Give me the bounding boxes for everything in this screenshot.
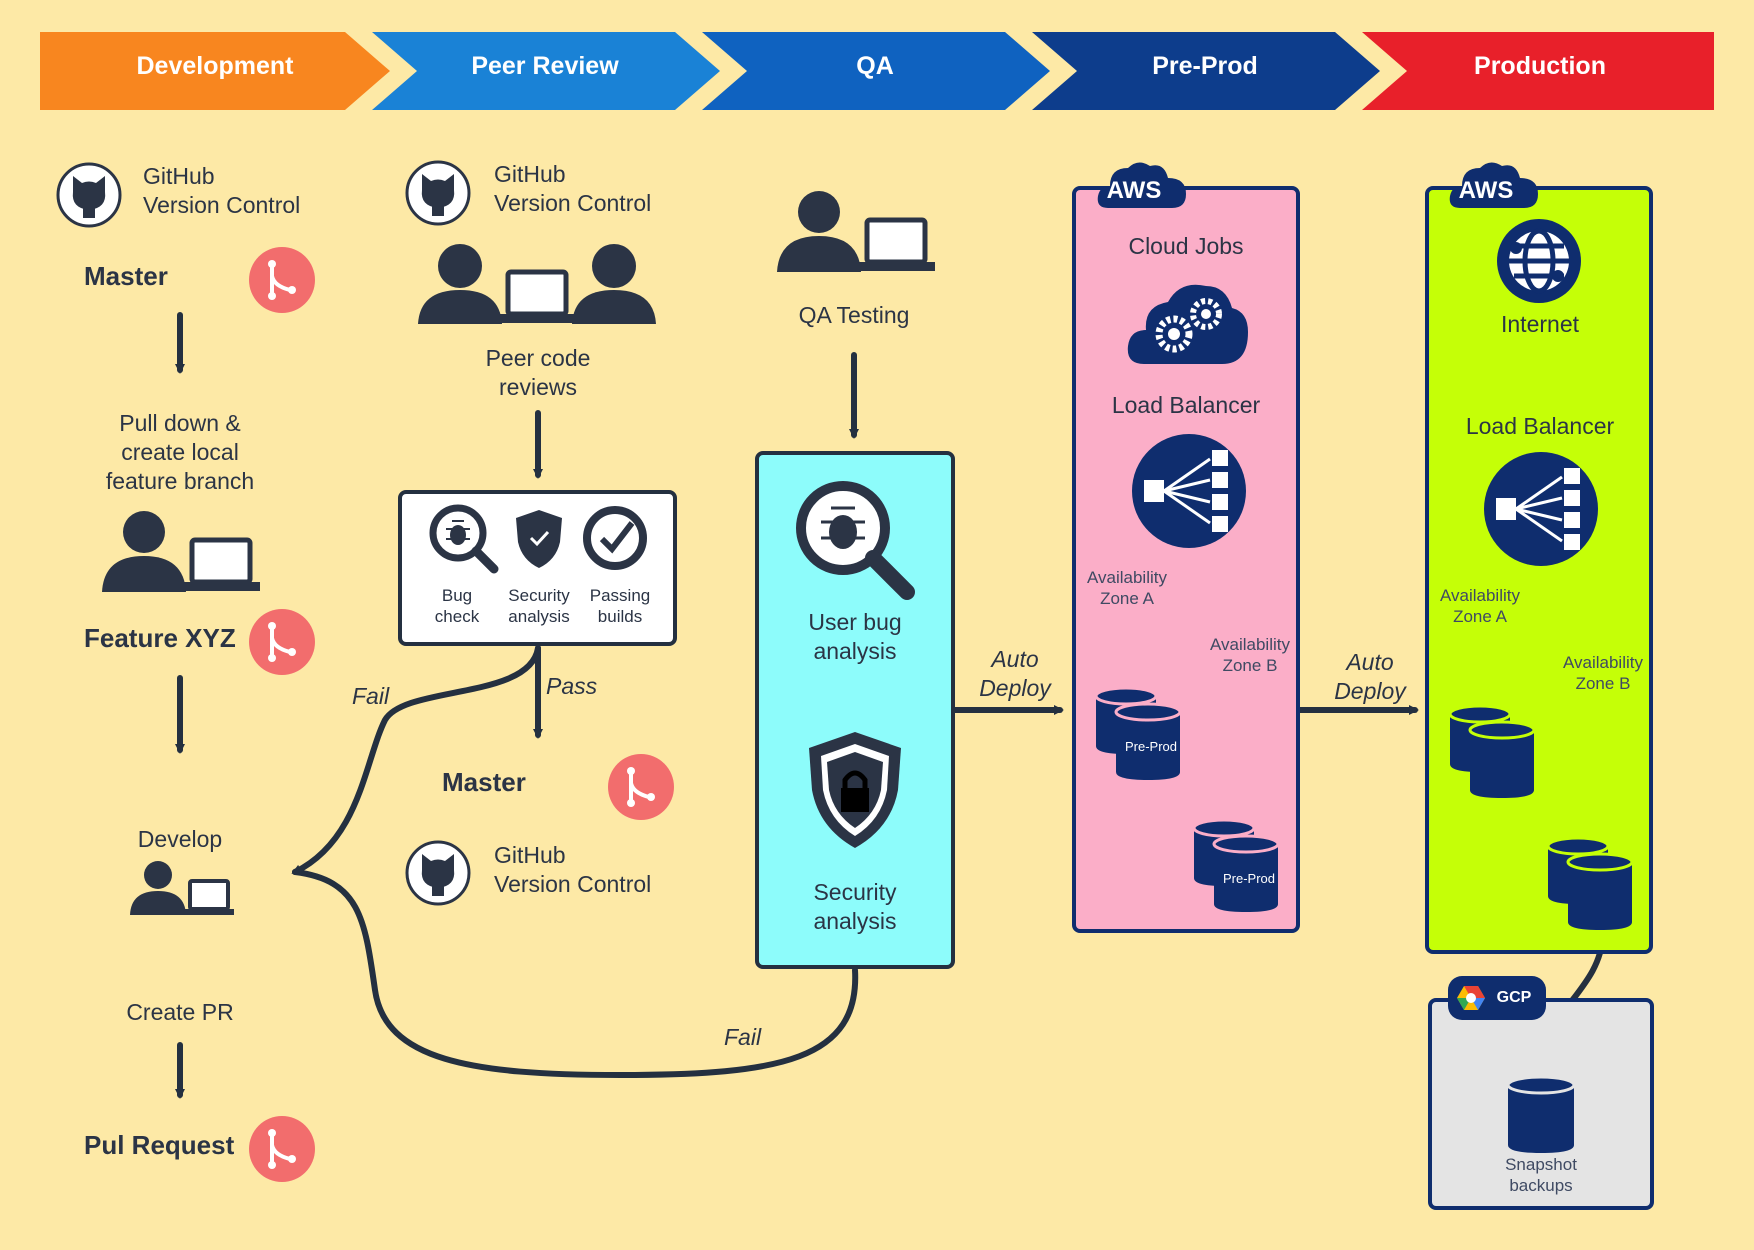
- git-merge-icon: [608, 754, 674, 820]
- zone-b-label: Availability Zone B: [1209, 635, 1290, 675]
- pull-down-label: Pull down & create local feature branch: [105, 410, 255, 494]
- cloud-jobs-label: Cloud Jobs: [1128, 233, 1244, 259]
- production-aws-box: [1425, 186, 1653, 954]
- git-merge-icon: [249, 609, 315, 675]
- load-balancer-label: Load Balancer: [1465, 413, 1615, 439]
- passing-builds-label: Passing builds: [589, 586, 651, 626]
- aws-cloud-icon: [1097, 162, 1186, 208]
- database-icon: [1546, 836, 1634, 930]
- db-label: Pre-Prod: [1124, 739, 1178, 754]
- git-merge-icon: [249, 247, 315, 313]
- git-merge-icon: [249, 1116, 315, 1182]
- user-bug-analysis-label: User bug analysis: [808, 609, 902, 664]
- load-balancer-label: Load Balancer: [1111, 392, 1261, 418]
- cloud-gears-icon: [1127, 284, 1248, 364]
- peer-code-reviews-label: Peer code reviews: [485, 345, 591, 400]
- stage-chevron-peer-review: [372, 32, 720, 110]
- stage-chevron-qa: [702, 32, 1050, 110]
- load-balancer-icon: [1132, 434, 1246, 548]
- stage-label-qa: QA: [856, 52, 894, 80]
- stage-label-production: Production: [1474, 52, 1606, 80]
- security-analysis-label: Security analysis: [508, 586, 570, 626]
- arrow-qa-fail: [292, 869, 859, 1079]
- peer-reviewers-icon: [418, 244, 656, 324]
- load-balancer-icon: [1484, 452, 1598, 566]
- feature-xyz-label: Feature XYZ: [84, 623, 236, 653]
- auto-deploy-label: Auto Deploy: [1334, 649, 1406, 704]
- master-label: Master: [84, 261, 168, 291]
- aws-label: AWS: [1106, 177, 1162, 204]
- zone-a-label: Availability Zone A: [1086, 568, 1167, 608]
- github-version-control-label: GitHub Version Control: [143, 163, 301, 218]
- github-version-control-label: GitHub Version Control: [494, 842, 652, 897]
- master-label: Master: [442, 767, 526, 797]
- stage-label-development: Development: [136, 52, 294, 80]
- bug-search-icon: [429, 504, 499, 574]
- developer-laptop-icon: [130, 861, 234, 915]
- pull-request-label: Pul Request: [84, 1130, 235, 1160]
- database-icon: [1192, 818, 1280, 912]
- stage-label-peer-review: Peer Review: [471, 52, 619, 80]
- database-icon: [1448, 704, 1536, 798]
- snapshot-backups-label: Snapshot backups: [1505, 1155, 1577, 1195]
- database-icon: [1094, 686, 1182, 780]
- create-pr-label: Create PR: [126, 999, 234, 1025]
- auto-deploy-label: Auto Deploy: [979, 646, 1051, 701]
- bug-check-label: Bug check: [434, 586, 480, 626]
- github-icon: [405, 840, 471, 906]
- gcp-label: GCP: [1496, 989, 1532, 1006]
- stage-chevron-development: [40, 32, 390, 110]
- aws-label: AWS: [1458, 177, 1514, 204]
- database-icon: [1506, 1075, 1576, 1153]
- github-icon: [56, 162, 122, 228]
- pass-label: Pass: [546, 673, 598, 699]
- developer-laptop-icon: [102, 511, 260, 592]
- internet-label: Internet: [1501, 311, 1579, 337]
- db-label: Pre-Prod: [1222, 871, 1276, 886]
- stage-label-pre-prod: Pre-Prod: [1152, 52, 1258, 80]
- zone-b-label: Availability Zone B: [1562, 653, 1643, 693]
- qa-testing-label: QA Testing: [798, 302, 910, 328]
- github-icon: [405, 160, 471, 226]
- internet-globe-icon: [1497, 219, 1581, 303]
- stage-banner: [40, 32, 1714, 110]
- passing-build-icon: [583, 506, 647, 570]
- github-version-control-label: GitHub Version Control: [494, 161, 652, 216]
- security-shield-icon: [516, 510, 562, 568]
- fail-label: Fail: [724, 1024, 762, 1050]
- stage-chevron-pre-prod: [1032, 32, 1380, 110]
- stage-chevron-production: [1362, 32, 1714, 110]
- zone-a-label: Availability Zone A: [1439, 586, 1520, 626]
- qa-tester-icon: [777, 191, 935, 272]
- bug-search-icon: [796, 481, 915, 600]
- security-lock-icon: [809, 732, 901, 848]
- aws-cloud-icon: [1449, 162, 1538, 208]
- fail-label: Fail: [352, 683, 390, 709]
- arrow-checks-fail: [291, 645, 541, 875]
- security-analysis-label: Security analysis: [813, 879, 897, 934]
- develop-label: Develop: [137, 826, 223, 852]
- gcp-logo-icon: [1457, 986, 1485, 1010]
